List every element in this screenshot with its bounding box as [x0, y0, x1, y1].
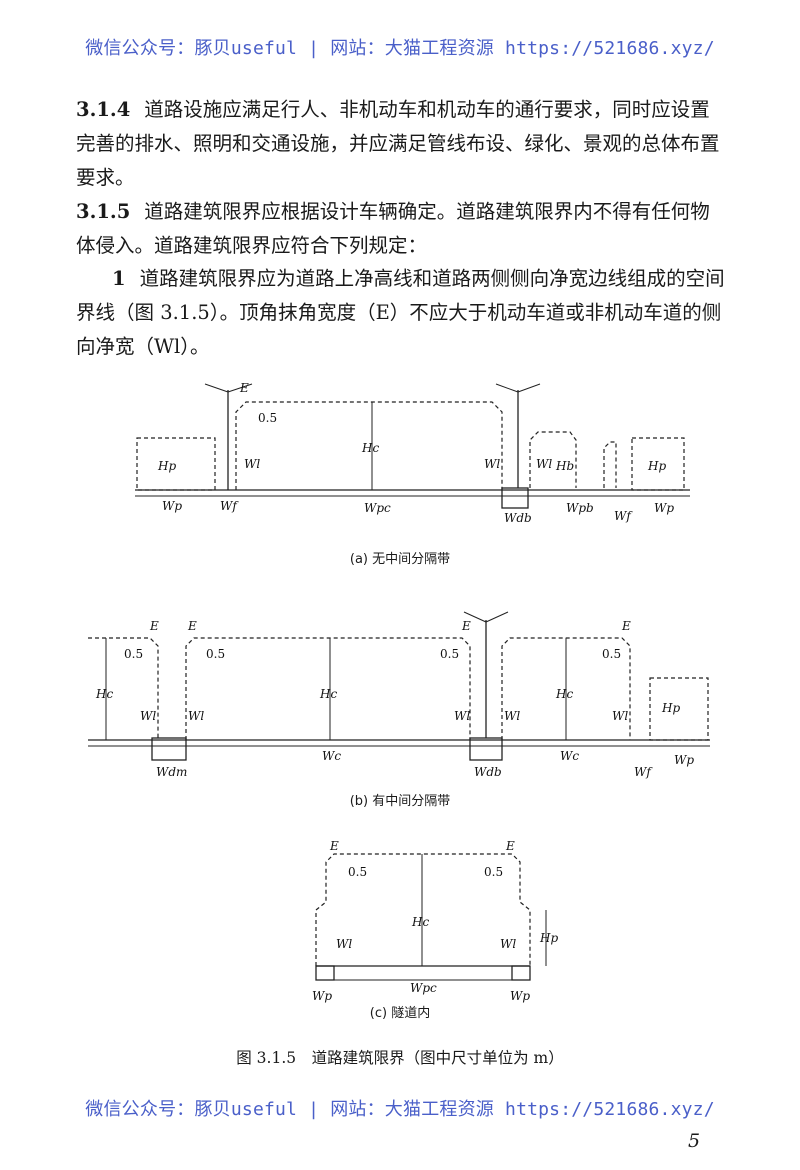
- label-wl-right: Wl: [484, 457, 500, 471]
- item-text: 道路建筑限界应为道路上净高线和道路两侧侧向净宽边线组成的空间界线（图 3.1.5…: [76, 267, 725, 358]
- label-hc: Hc: [411, 915, 429, 929]
- label-wf: Wf: [220, 499, 239, 513]
- label-wl-left: Wl: [336, 937, 352, 951]
- label-wdb: Wdb: [474, 765, 502, 779]
- label-wp-left: Wp: [312, 989, 332, 1003]
- label-half-right: 0.5: [484, 865, 503, 879]
- label-wf-right: Wf: [614, 509, 633, 523]
- watermark-banner-top: 微信公众号：豚贝useful | 网站：大猫工程资源 https://52168…: [85, 38, 715, 59]
- clause-number: 3.1.5: [76, 200, 131, 223]
- label-e-left: E: [329, 839, 339, 853]
- label-e-1: E: [149, 619, 159, 633]
- clause-number: 3.1.4: [76, 98, 131, 121]
- label-half: 0.5: [258, 411, 277, 425]
- label-wpb: Wpb: [566, 501, 594, 515]
- label-hc-mid: Hc: [319, 687, 337, 701]
- label-wpc: Wpc: [364, 501, 391, 515]
- label-wf: Wf: [634, 765, 653, 779]
- diagram-c: E E 0.5 0.5 Hc Wl Wl Hp Wpc Wp Wp: [312, 839, 558, 1003]
- label-e-2: E: [187, 619, 197, 633]
- label-wl-5: Wl: [612, 709, 628, 723]
- label-wp-right: Wp: [654, 501, 674, 515]
- label-half-3: 0.5: [440, 647, 459, 661]
- label-e-right: E: [505, 839, 515, 853]
- label-half-2: 0.5: [206, 647, 225, 661]
- diagram-a: Hp E 0.5 Hc Wl Wp Wf Wpc Wdb Wl Wl Hb Wp…: [135, 381, 690, 525]
- watermark-banner-bottom: 微信公众号：豚贝useful | 网站：大猫工程资源 https://52168…: [85, 1099, 715, 1120]
- caption-c: (c) 隧道内: [369, 1006, 431, 1021]
- figure-title: 图 3.1.5 道路建筑限界（图中尺寸单位为 m）: [236, 1049, 564, 1067]
- label-e-3: E: [461, 619, 471, 633]
- caption-b: (b) 有中间分隔带: [349, 794, 451, 809]
- label-wl-3: Wl: [454, 709, 470, 723]
- diagram-b: Hc Hc Hc E E E E 0.5 0.5 0.5 0.5 Wl Wl W…: [88, 611, 710, 779]
- label-wpc: Wpc: [410, 981, 437, 995]
- label-wl-bike: Wl: [536, 457, 552, 471]
- label-hb: Hb: [555, 459, 574, 473]
- label-half-4: 0.5: [602, 647, 621, 661]
- caption-a: (a) 无中间分隔带: [349, 552, 451, 567]
- page-number: 5: [688, 1130, 701, 1152]
- label-wc-right: Wc: [560, 749, 579, 763]
- label-wl-4: Wl: [504, 709, 520, 723]
- label-wl: Wl: [244, 457, 260, 471]
- label-wl-right: Wl: [500, 937, 516, 951]
- label-wl-2: Wl: [188, 709, 204, 723]
- label-hc: Hc: [361, 441, 379, 455]
- label-hc-left: Hc: [95, 687, 113, 701]
- clause-text: 道路建筑限界应根据设计车辆确定。道路建筑限界内不得有任何物体侵入。道路建筑限界应…: [76, 200, 710, 257]
- label-hp: Hp: [539, 931, 558, 945]
- label-half-1: 0.5: [124, 647, 143, 661]
- label-e: E: [239, 381, 249, 395]
- label-wp: Wp: [674, 753, 694, 767]
- item-number: 1: [112, 267, 126, 290]
- label-wp-right: Wp: [510, 989, 530, 1003]
- label-wc-left: Wc: [322, 749, 341, 763]
- label-wdm: Wdm: [156, 765, 187, 779]
- label-e-4: E: [621, 619, 631, 633]
- label-hp-right: Hp: [647, 459, 666, 473]
- label-wl-1: Wl: [140, 709, 156, 723]
- label-wp: Wp: [162, 499, 182, 513]
- label-hp-left: Hp: [157, 459, 176, 473]
- label-hp: Hp: [661, 701, 680, 715]
- label-wdb: Wdb: [504, 511, 532, 525]
- label-hc-right: Hc: [555, 687, 573, 701]
- label-half-left: 0.5: [348, 865, 367, 879]
- clause-text: 道路设施应满足行人、非机动车和机动车的通行要求，同时应设置完善的排水、照明和交通…: [76, 98, 720, 189]
